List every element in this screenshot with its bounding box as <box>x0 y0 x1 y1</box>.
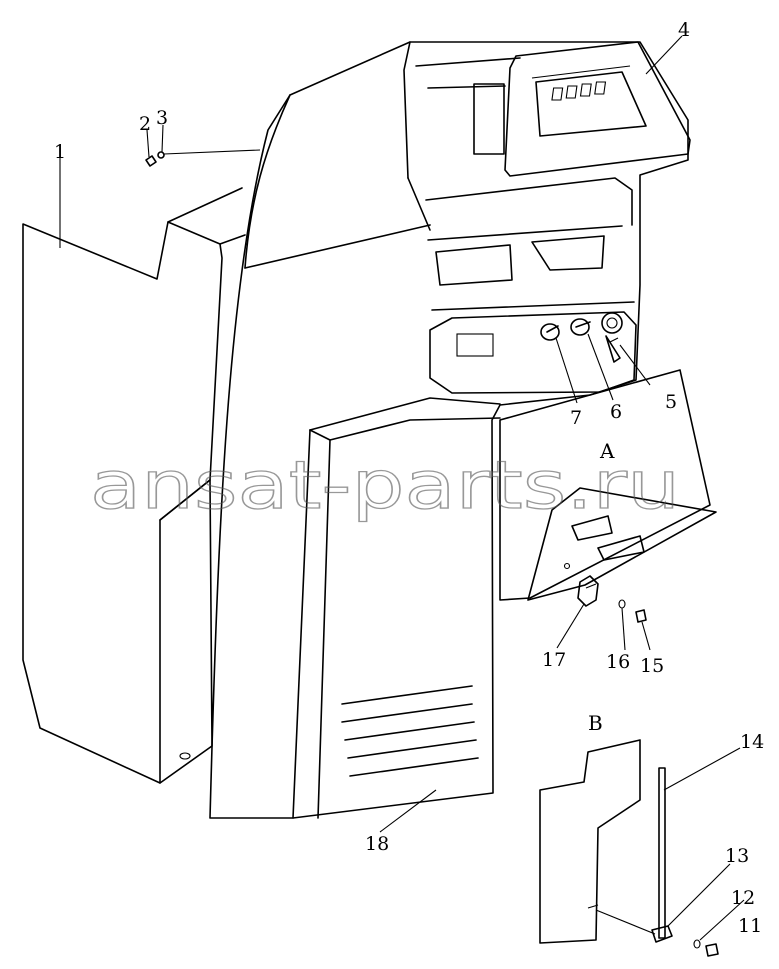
vent-slots <box>341 685 479 777</box>
leader-lines <box>59 35 745 941</box>
watermark-text: ansat-parts.ru <box>90 447 680 524</box>
toggle-switch-6 <box>570 318 591 336</box>
callout-14: 14 <box>740 731 764 753</box>
callout-7: 7 <box>570 407 582 429</box>
callout-11: 11 <box>738 915 762 937</box>
console-body <box>209 41 689 819</box>
callout-6: 6 <box>610 401 622 423</box>
callout-5: 5 <box>665 391 677 413</box>
bolt-and-washer <box>145 149 261 167</box>
callout-1: 1 <box>54 141 66 163</box>
starter-switch <box>601 312 623 363</box>
callout-3: 3 <box>156 107 168 129</box>
callout-labels: 1 2 3 4 5 6 7 17 16 15 18 14 13 12 11 A … <box>54 19 764 937</box>
callout-2: 2 <box>139 113 151 135</box>
callout-13: 13 <box>725 845 749 867</box>
callout-17: 17 <box>542 649 566 671</box>
view-label-a: A <box>599 439 615 463</box>
view-b-detail <box>539 739 719 957</box>
callout-18: 18 <box>365 833 389 855</box>
callout-12: 12 <box>731 887 755 909</box>
view-a-detail <box>499 369 717 623</box>
callout-16: 16 <box>606 651 630 673</box>
callout-4: 4 <box>678 19 690 41</box>
toggle-switch-7 <box>540 323 560 341</box>
monitor-panel <box>473 41 691 177</box>
callout-15: 15 <box>640 655 664 677</box>
view-label-b: B <box>588 711 603 735</box>
